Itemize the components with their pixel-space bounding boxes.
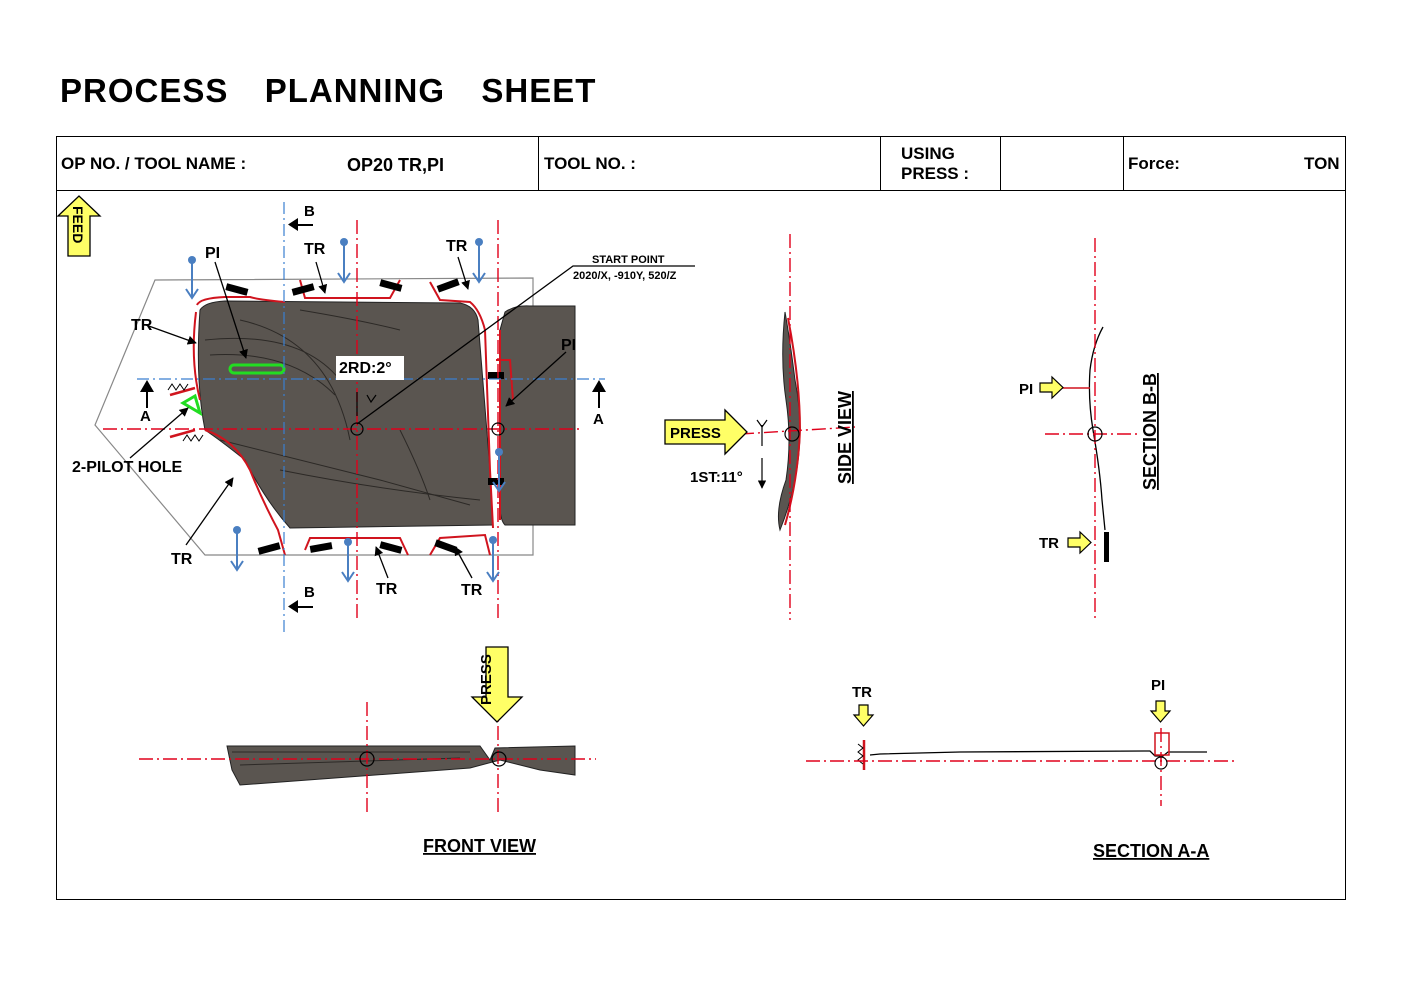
spring-symbols — [167, 383, 204, 442]
tr-label: TR — [1039, 535, 1059, 552]
blank-outline — [94, 277, 534, 556]
tool-no-label: TOOL NO. : — [544, 154, 636, 173]
tr-label: TR — [446, 238, 468, 255]
tr-label: TR — [852, 684, 872, 701]
svg-text:FEED: FEED — [70, 206, 86, 243]
header-separator — [1000, 136, 1001, 191]
angle-label-bg — [336, 356, 404, 380]
press-arrow — [470, 646, 524, 723]
section-lines — [137, 202, 605, 632]
op-tool-label: OP NO. / TOOL NAME : — [61, 154, 247, 173]
section-bb-title: SECTION B-B — [1140, 373, 1160, 490]
side-view-title: SIDE VIEW — [835, 391, 855, 484]
section-a-label: A — [593, 411, 604, 428]
header-separator — [880, 136, 881, 191]
pad-arrows — [185, 242, 506, 583]
sheet-frame — [56, 136, 1346, 900]
pilot-hole-label: 2-PILOT HOLE — [72, 459, 183, 476]
section-arrows — [140, 218, 606, 613]
leader-lines — [129, 256, 695, 579]
surface-lines — [204, 309, 481, 506]
header-separator — [1123, 136, 1124, 191]
pilot-hole-highlight — [180, 393, 203, 417]
side-view: PRESS 1ST:11° SIDE VIEW — [664, 234, 856, 620]
pi-label: PI — [1151, 677, 1165, 694]
feed-arrow: FEED — [56, 195, 102, 257]
force-unit: TON — [1304, 154, 1340, 173]
tr-label: TR — [171, 551, 193, 568]
tr-label: TR — [304, 241, 326, 258]
section-b-label: B — [304, 584, 315, 601]
header-divider — [56, 190, 1346, 191]
front-view: PRESS FRONT VIEW — [139, 646, 596, 856]
start-point-coords: 2020/X, -910Y, 520/Z — [573, 270, 677, 282]
tr-label: TR — [131, 317, 153, 334]
using-press-label-1: USING — [901, 144, 955, 163]
tr-label: TR — [376, 581, 398, 598]
pilot-pads — [169, 386, 196, 439]
section-b-label: B — [304, 203, 315, 220]
section-bb: PI TR SECTION B-B — [1019, 238, 1160, 622]
pad-arrow-dots — [188, 238, 503, 546]
section-a-label: A — [140, 408, 151, 425]
part-body — [197, 300, 494, 529]
pi-label: PI — [1019, 381, 1033, 398]
press-arrow — [664, 408, 748, 456]
pi-label: PI — [205, 245, 220, 262]
section-aa-title: SECTION A-A — [1093, 841, 1209, 861]
page-title: PROCESS PLANNING SHEET — [60, 72, 597, 109]
front-view-title: FRONT VIEW — [423, 836, 536, 856]
plan-view: FEED PI TR TR TR PI TR TR TR B B A A STA… — [56, 195, 695, 632]
pierce-slot — [228, 363, 286, 375]
press-label: PRESS — [670, 425, 721, 442]
angle-1st-label: 1ST:11° — [690, 469, 743, 486]
press-label: PRESS — [478, 654, 495, 705]
force-label: Force: — [1128, 154, 1180, 173]
using-press-label-2: PRESS : — [901, 164, 970, 183]
pi-label: PI — [561, 337, 576, 354]
angle-2rd-label: 2RD:2° — [339, 360, 392, 377]
centerlines — [103, 220, 580, 618]
trim-steel-blocks — [225, 278, 504, 555]
tr-label: TR — [461, 582, 483, 599]
section-aa: TR PI SECTION A-A — [806, 677, 1236, 861]
header-separator — [538, 136, 539, 191]
op-tool-value: OP20 TR,PI — [347, 155, 445, 175]
start-point-label: START POINT — [592, 254, 665, 266]
